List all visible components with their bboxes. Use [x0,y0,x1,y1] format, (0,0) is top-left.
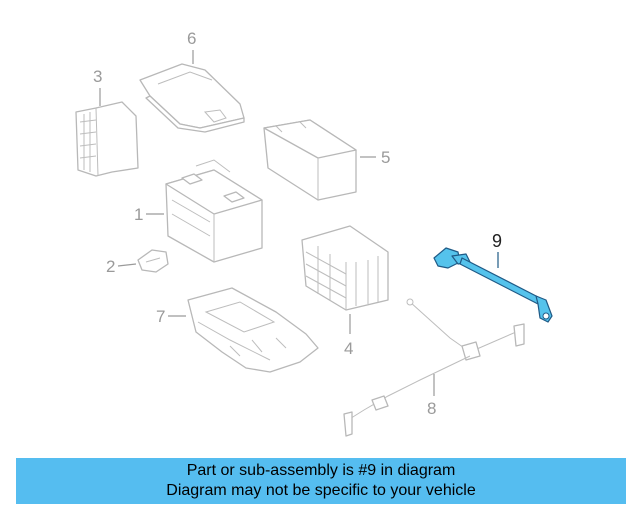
callout-8: 8 [427,399,436,418]
leader-2 [117,263,137,267]
info-banner: Part or sub-assembly is #9 in diagram Di… [16,458,626,504]
callout-3: 3 [93,67,102,86]
part-2-hold-down[interactable] [137,249,169,273]
callout-1: 1 [134,205,143,224]
callout-9: 9 [492,231,502,251]
part-6-battery-cover[interactable] [139,63,245,133]
callout-6: 6 [187,29,196,48]
banner-line-2: Diagram may not be specific to your vehi… [166,482,476,499]
part-3-insulation-wrap[interactable] [75,101,139,177]
callout-7: 7 [156,307,165,326]
part-8-cable-harness[interactable] [343,298,525,437]
part-1-battery[interactable] [165,159,263,263]
part-9-ground-cable[interactable] [433,247,553,323]
callout-2: 2 [106,257,115,276]
callout-4: 4 [344,339,353,358]
parts-diagram: 6 3 5 1 2 4 [75,29,553,437]
part-4-insulator[interactable] [301,225,389,311]
part-5-battery[interactable] [263,119,357,201]
part-7-battery-tray[interactable] [187,287,319,373]
callout-5: 5 [381,148,390,167]
banner-line-1: Part or sub-assembly is #9 in diagram [186,462,456,479]
